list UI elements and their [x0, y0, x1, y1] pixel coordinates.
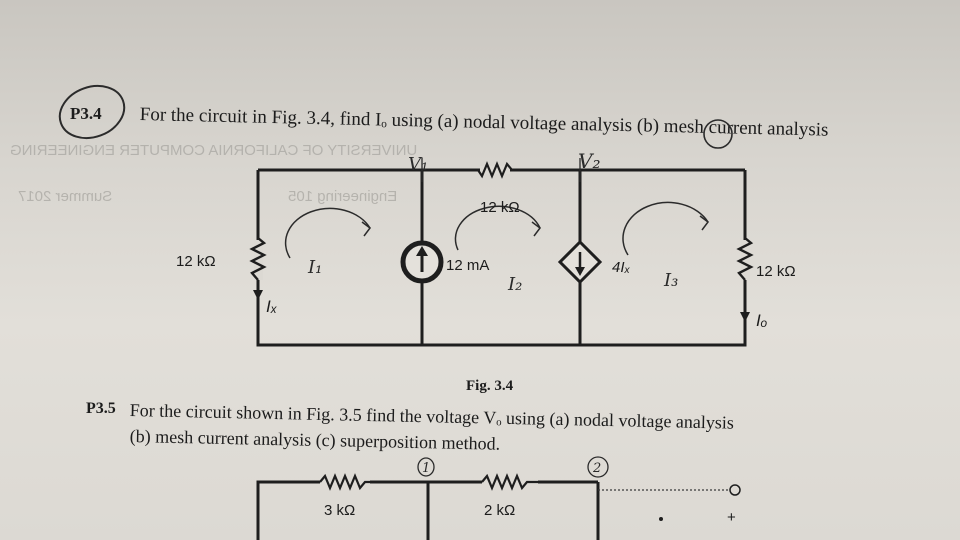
label-r-right: 12 kΩ — [756, 263, 796, 280]
resistor-left — [249, 237, 267, 281]
label-r-top: 12 kΩ — [480, 199, 520, 216]
resistor-gap — [254, 240, 263, 280]
resistor-2k — [481, 473, 538, 491]
label-io: Iₒ — [756, 311, 767, 330]
label-dependent-source: 4Iₓ — [612, 259, 631, 276]
label-r1: 3 kΩ — [324, 502, 355, 519]
annotation-i2: I₂ — [507, 274, 522, 295]
label-plus: + — [727, 509, 736, 526]
problem-number: P3.5 — [86, 400, 116, 417]
label-r-left: 12 kΩ — [176, 253, 216, 270]
output-terminal — [729, 484, 741, 496]
resistor-top — [477, 161, 513, 179]
hand-circle-node1 — [417, 457, 435, 477]
circuit-wires — [256, 168, 747, 347]
circuit-wires-35 — [256, 480, 600, 540]
label-current-source: 12 mA — [446, 257, 489, 274]
resistor-gap — [741, 240, 750, 280]
current-source-arrowhead — [416, 246, 428, 256]
figure-caption: Fig. 3.4 — [466, 378, 514, 394]
annotation-node1: 1 — [422, 461, 430, 476]
hand-circle-problem — [58, 84, 126, 140]
label-ix: Iₓ — [266, 297, 278, 316]
annotation-i3: I₃ — [663, 270, 678, 291]
hand-circle-option — [703, 119, 733, 149]
io-arrow — [740, 312, 750, 322]
resistor-right — [736, 237, 754, 281]
annotation-v1: V₁ — [408, 154, 428, 175]
mesh-loops — [284, 201, 710, 259]
hand-circle-node2 — [587, 456, 609, 478]
dependent-source-arrowhead — [575, 267, 585, 276]
label-r2: 2 kΩ — [484, 502, 515, 519]
problem-number: P3.4 — [70, 104, 102, 123]
resistor-3k — [319, 473, 370, 491]
annotation-i1: I₁ — [307, 257, 322, 278]
ix-arrow — [253, 290, 263, 300]
annotation-node2: 2 — [592, 461, 601, 476]
annotation-v2: V₂ — [578, 149, 600, 173]
